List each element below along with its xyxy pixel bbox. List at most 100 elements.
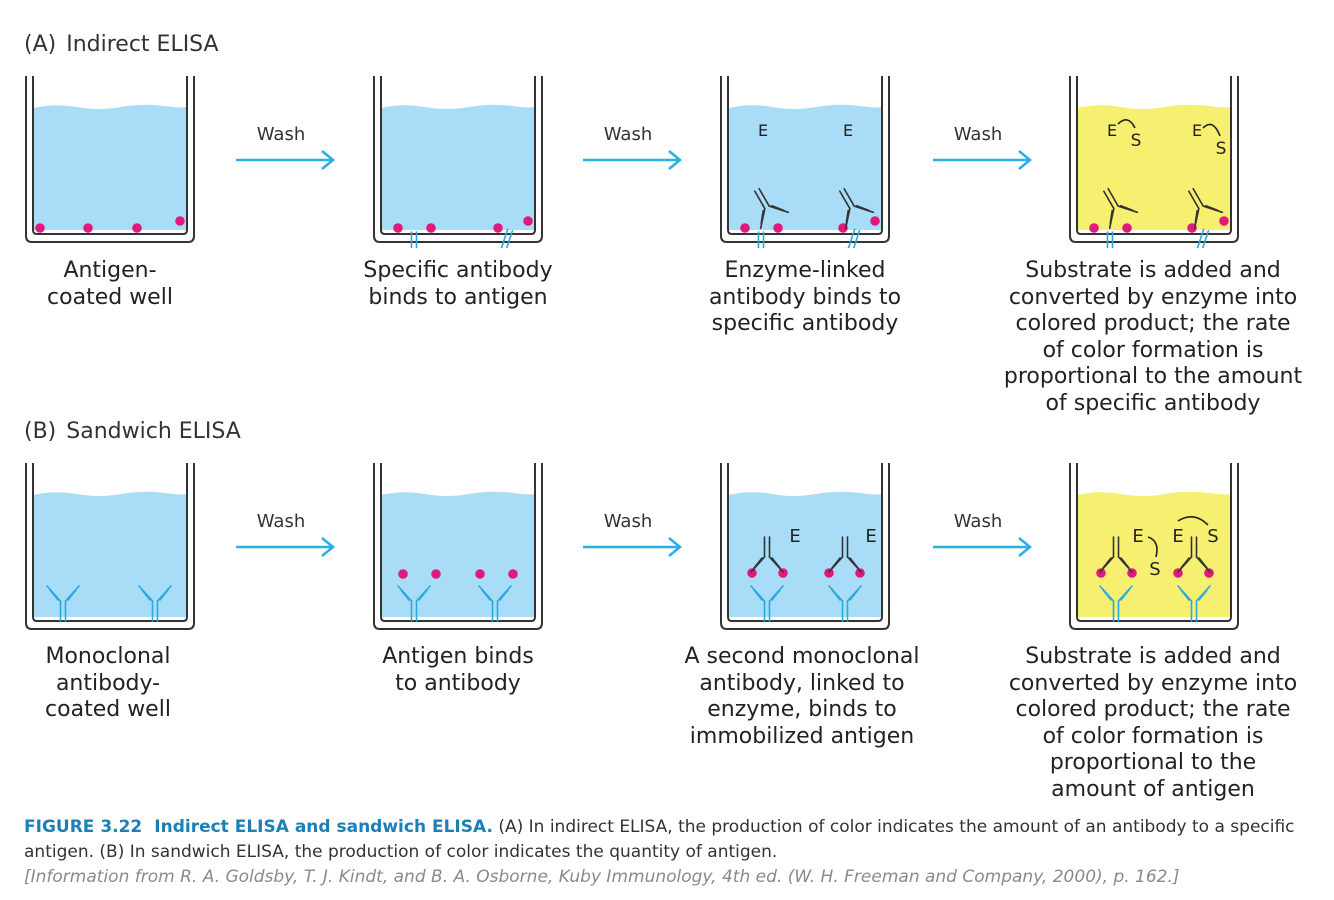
figure-credit: [Information from R. A. Goldsby, T. J. K… bbox=[24, 867, 1180, 887]
specific-antibody bbox=[757, 231, 765, 248]
enzyme-linked-antibody bbox=[1103, 187, 1139, 230]
liquid bbox=[381, 491, 535, 617]
wash-label: Wash bbox=[953, 511, 1003, 532]
capture-antibody bbox=[138, 585, 172, 622]
well-outline bbox=[25, 76, 195, 243]
well-b1 bbox=[25, 463, 195, 630]
antigen bbox=[1096, 568, 1106, 578]
well-outline bbox=[720, 463, 890, 630]
panel-b-title-text: Sandwich ELISA bbox=[66, 419, 241, 444]
enzyme-linked-antibody bbox=[1188, 187, 1224, 230]
caption-line: antibody- bbox=[55, 670, 161, 696]
antigen bbox=[1187, 223, 1197, 233]
enzyme-glyph: E bbox=[1172, 526, 1183, 547]
substrate-glyph: S bbox=[1216, 139, 1227, 159]
enzyme-linked-antibody bbox=[754, 187, 790, 230]
enzyme-glyph: E bbox=[789, 526, 800, 547]
well-b2 bbox=[373, 463, 543, 630]
caption-line: antibody binds to bbox=[708, 284, 902, 310]
specific-antibody bbox=[830, 228, 861, 248]
wash-label: Wash bbox=[256, 511, 306, 532]
caption-line: coated well bbox=[45, 697, 171, 722]
second-antibody bbox=[1099, 536, 1133, 573]
reaction-arrow bbox=[1177, 516, 1209, 526]
caption-line: Substrate is added and bbox=[1025, 644, 1281, 669]
panel-a-title: (A)Indirect ELISA bbox=[24, 32, 219, 57]
reaction-arrow bbox=[1202, 123, 1221, 137]
antigen bbox=[870, 216, 880, 226]
well-outline bbox=[25, 463, 195, 630]
well-outline bbox=[373, 463, 543, 630]
well-inner-outline bbox=[1076, 463, 1232, 622]
caption-line: of color formation is bbox=[1042, 723, 1264, 749]
antigen bbox=[132, 223, 142, 233]
reaction-arrow bbox=[1117, 119, 1136, 129]
capture-antibody bbox=[397, 585, 431, 622]
substrate-glyph: S bbox=[1131, 131, 1142, 151]
antigen bbox=[1219, 216, 1229, 226]
caption-b4: Substrate is added and converted by enzy… bbox=[993, 644, 1313, 803]
liquid bbox=[33, 491, 187, 617]
panel-b-title: (B)Sandwich ELISA bbox=[24, 419, 241, 444]
panel-a-letter: (A) bbox=[24, 32, 57, 57]
caption-line: proportional to the amount bbox=[1003, 364, 1303, 389]
antigen bbox=[35, 223, 45, 233]
caption-line: Specific antibody bbox=[363, 258, 553, 283]
well-outline bbox=[1069, 463, 1239, 630]
antigen bbox=[1089, 223, 1099, 233]
antigen bbox=[838, 223, 848, 233]
caption-line: immobilized antigen bbox=[689, 723, 915, 749]
antigen bbox=[493, 223, 503, 233]
antigen bbox=[1173, 568, 1183, 578]
wash-label: Wash bbox=[256, 124, 306, 145]
caption-line: Substrate is added and bbox=[1025, 258, 1281, 283]
liquid bbox=[33, 104, 187, 230]
capture-antibody bbox=[750, 585, 784, 622]
enzyme-glyph: E bbox=[1132, 526, 1143, 547]
well-inner-outline bbox=[380, 76, 536, 235]
wash-arrow-a1: Wash bbox=[234, 124, 338, 184]
caption-line: converted by enzyme into bbox=[1008, 670, 1298, 696]
caption-line: amount of antigen bbox=[1051, 776, 1255, 802]
capture-antibody bbox=[828, 585, 862, 622]
caption-a1: Antigen- coated well bbox=[0, 258, 270, 311]
specific-antibody bbox=[483, 228, 514, 248]
antigen bbox=[778, 568, 788, 578]
enzyme-glyph: E bbox=[1192, 121, 1202, 140]
capture-antibody bbox=[478, 585, 512, 622]
specific-antibody bbox=[1106, 231, 1114, 248]
substrate-glyph: S bbox=[1207, 526, 1218, 547]
antigen bbox=[1204, 568, 1214, 578]
liquid bbox=[381, 104, 535, 230]
liquid bbox=[728, 491, 882, 617]
wash-label: Wash bbox=[953, 124, 1003, 145]
figure-number: FIGURE 3.22 bbox=[24, 817, 143, 837]
antigen bbox=[426, 223, 436, 233]
well-outline bbox=[1069, 76, 1239, 243]
wash-label: Wash bbox=[603, 124, 653, 145]
caption-line: of color formation is bbox=[1042, 337, 1264, 363]
antigen bbox=[398, 569, 408, 579]
second-antibody bbox=[750, 536, 784, 573]
caption-line: specific antibody bbox=[711, 311, 899, 336]
antigen bbox=[393, 223, 403, 233]
enzyme-glyph: E bbox=[843, 121, 853, 140]
figure-title: Indirect ELISA and sandwich ELISA. bbox=[154, 817, 493, 837]
wash-arrow-b1: Wash bbox=[234, 511, 338, 571]
well-inner-outline bbox=[1076, 76, 1232, 235]
antigen bbox=[175, 216, 185, 226]
well-inner-outline bbox=[32, 463, 188, 622]
specific-antibody bbox=[1179, 228, 1210, 248]
well-inner-outline bbox=[32, 76, 188, 235]
antigen bbox=[773, 223, 783, 233]
capture-antibody bbox=[46, 585, 80, 622]
antigen bbox=[740, 223, 750, 233]
enzyme-linked-antibody bbox=[839, 187, 875, 230]
well-a1 bbox=[25, 76, 195, 243]
caption-line: Antigen- bbox=[63, 258, 157, 283]
caption-line: Enzyme-linked bbox=[724, 258, 886, 283]
caption-line: colored product; the rate bbox=[1015, 311, 1291, 336]
capture-antibody bbox=[1177, 585, 1211, 622]
